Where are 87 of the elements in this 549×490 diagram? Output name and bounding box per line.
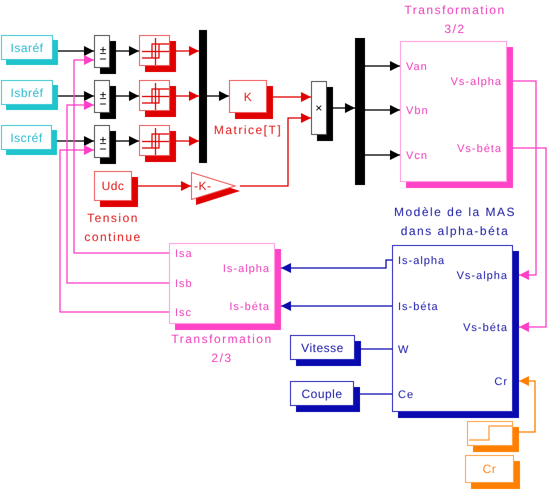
block-label: Vitesse — [301, 340, 344, 354]
output-block — [290, 381, 360, 412]
input-block — [1, 125, 57, 155]
arrow — [365, 61, 400, 71]
arrow — [513, 80, 537, 280]
port-label: Cr — [494, 375, 508, 389]
port-label: Is-béta — [398, 300, 439, 314]
connector-line — [361, 348, 392, 350]
port-label: Vcn — [406, 149, 428, 163]
port-label: Vs-alpha — [456, 269, 508, 283]
mux-bar — [355, 38, 365, 185]
arrow — [519, 376, 536, 433]
port-label: Isb — [175, 277, 193, 291]
block-label: K — [244, 90, 252, 104]
sum-block — [94, 80, 116, 119]
arrow — [66, 100, 169, 284]
arrow — [333, 103, 355, 113]
sign-symbol: ± — [98, 45, 108, 55]
block-name: Modèle de la MAS dans alpha-béta — [392, 204, 518, 240]
arrow — [57, 136, 94, 146]
sign-symbol: − — [98, 54, 108, 64]
block-label: Udc — [102, 179, 124, 193]
mux-bar — [199, 30, 207, 163]
port-label: Vs-béta — [457, 142, 502, 156]
arrow — [176, 136, 199, 146]
block-label: Isaréf — [10, 40, 44, 54]
arrow — [207, 91, 229, 101]
port-label: Is-béta — [229, 300, 270, 314]
port-label: Isa — [175, 247, 193, 261]
product-block — [311, 81, 333, 141]
block-label: × — [315, 101, 323, 115]
sum-block — [94, 125, 116, 164]
sign-symbol: ± — [98, 90, 108, 100]
arrow — [240, 113, 311, 187]
block-name: Transformation 3/2 — [403, 2, 507, 38]
arrow — [176, 46, 199, 56]
sign-symbol: ± — [98, 135, 108, 145]
block-label: Iscréf — [10, 130, 43, 144]
connector-line — [360, 393, 392, 395]
input-block — [1, 35, 58, 65]
port-label: Ce — [398, 388, 414, 402]
port-label: Is-alpha — [398, 254, 446, 268]
input-block — [1, 80, 58, 110]
gain-block — [229, 80, 273, 119]
relay-block — [139, 35, 176, 72]
relay-block — [139, 125, 176, 162]
subsystem-block — [169, 243, 281, 330]
arrow — [58, 91, 94, 101]
port-label: Vs-alpha — [450, 75, 502, 89]
arrow — [116, 91, 139, 101]
block-name: Matrice[T] — [212, 122, 284, 139]
step-block — [467, 421, 519, 452]
output-block — [290, 335, 361, 366]
block-name: Tension continue — [83, 210, 143, 246]
subsystem-block — [392, 245, 519, 418]
arrow — [59, 145, 169, 313]
gain-triangle — [191, 172, 240, 205]
constant-block — [94, 171, 138, 207]
block-label: Cr — [482, 462, 496, 476]
arrow — [73, 55, 169, 254]
input-block — [465, 455, 520, 489]
port-label: Isc — [175, 306, 192, 320]
arrow — [513, 147, 547, 332]
arrow — [138, 181, 191, 191]
block-label: Isbréf — [10, 86, 44, 100]
sum-block — [94, 35, 116, 74]
block-label: Couple — [301, 386, 343, 400]
arrow — [281, 301, 392, 311]
sign-symbol: − — [98, 144, 108, 154]
arrow — [365, 105, 400, 115]
subsystem-block — [400, 41, 513, 188]
arrow — [273, 92, 311, 102]
arrow — [281, 259, 392, 273]
port-label: Vs-béta — [463, 321, 508, 335]
port-label: Vbn — [406, 104, 429, 118]
arrow — [116, 46, 139, 56]
arrow — [116, 136, 139, 146]
arrow — [365, 150, 400, 160]
port-label: Van — [406, 60, 428, 74]
arrow — [176, 91, 199, 101]
block-label: -K- — [194, 179, 212, 193]
relay-block — [139, 80, 176, 117]
block-name: Transformation 2/3 — [170, 331, 274, 367]
sign-symbol: − — [98, 99, 108, 109]
port-label: W — [398, 343, 410, 357]
port-label: Is-alpha — [222, 262, 270, 276]
arrow — [58, 46, 94, 56]
